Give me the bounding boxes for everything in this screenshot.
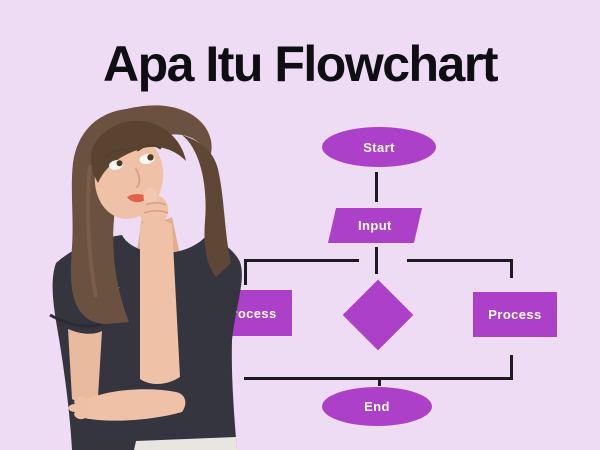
connector-input-to-decision bbox=[375, 247, 378, 274]
connector-branch-right bbox=[407, 259, 513, 262]
person-finger-2 bbox=[68, 404, 82, 412]
flowchart-node-start: Start bbox=[322, 127, 436, 167]
thinking-woman-illustration: oy bbox=[49, 105, 242, 450]
connector-branch-left bbox=[245, 259, 359, 262]
person-lips bbox=[127, 194, 148, 203]
person-nose bbox=[135, 168, 141, 188]
person-forearm-crossed bbox=[76, 389, 186, 421]
connector-to-end bbox=[378, 377, 381, 386]
node-label-start: Start bbox=[363, 139, 395, 155]
person-iris-left bbox=[116, 160, 123, 167]
person-hair-right bbox=[182, 135, 231, 277]
connector-left-down bbox=[244, 259, 247, 285]
person-iris-right bbox=[147, 154, 154, 161]
person-upper-arm bbox=[68, 329, 102, 402]
connector-start-to-input bbox=[375, 172, 378, 202]
person-finger-1 bbox=[74, 396, 86, 406]
page-title: Apa Itu Flowchart bbox=[103, 36, 498, 92]
hair-highlight bbox=[86, 164, 98, 298]
flowchart-node-end: End bbox=[322, 387, 432, 426]
node-label-input: Input bbox=[358, 218, 392, 233]
person-waistband bbox=[134, 437, 237, 450]
hand-finger-lines bbox=[143, 202, 169, 214]
person-finger-3 bbox=[74, 410, 86, 420]
tshirt-sleeve-fold bbox=[49, 313, 103, 328]
person-brow-left bbox=[104, 148, 131, 159]
person-brow-right bbox=[136, 143, 162, 152]
flowchart-node-decision bbox=[342, 279, 414, 351]
person-thumb bbox=[143, 187, 157, 203]
flowchart-node-process-right: Process bbox=[473, 292, 557, 337]
node-label-process-right: Process bbox=[488, 307, 542, 322]
node-label-end: End bbox=[364, 399, 390, 414]
person-forearm-raised bbox=[140, 220, 180, 385]
connector-right-down bbox=[510, 259, 513, 278]
person-hair-front bbox=[90, 120, 186, 183]
flowchart-node-input: Input bbox=[327, 208, 423, 243]
connector-process-right-down bbox=[510, 355, 513, 379]
